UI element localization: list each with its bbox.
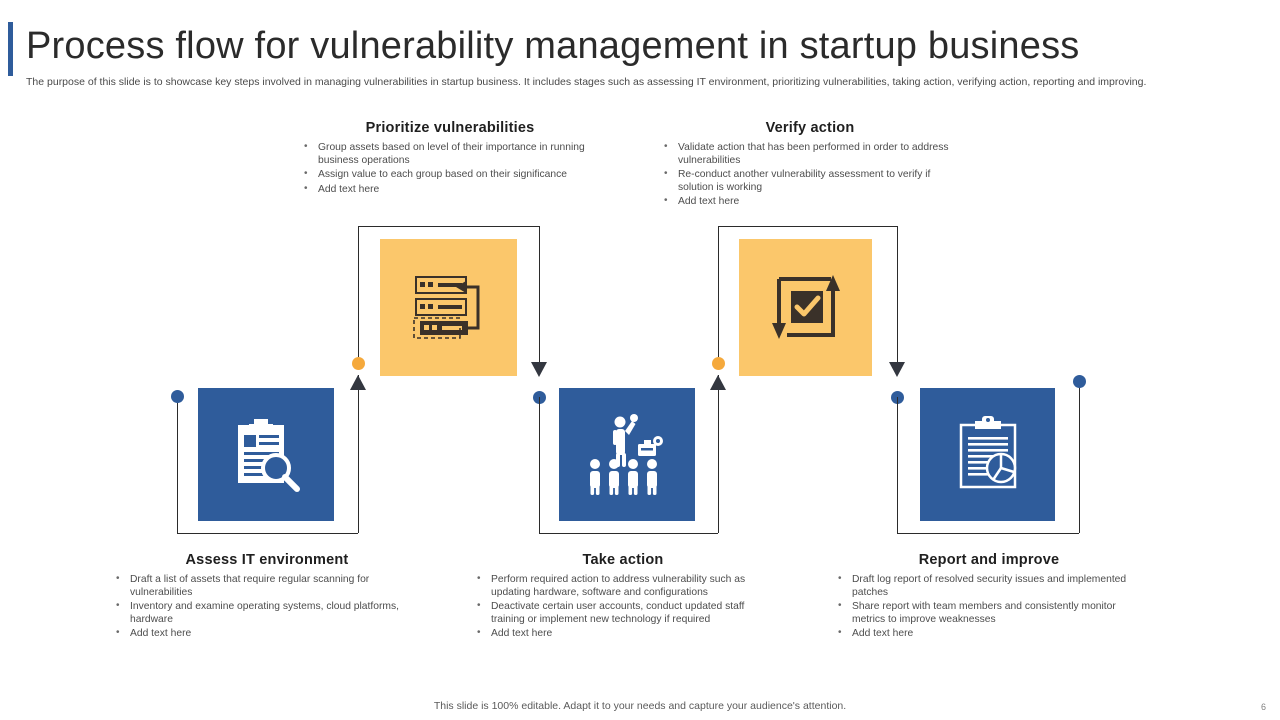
checkmark-cycle-icon <box>771 274 840 339</box>
connector-prioritize-drop <box>539 226 540 362</box>
team-leader-briefcase-icon <box>590 413 663 495</box>
list-item: Share report with team members and consi… <box>834 600 1144 626</box>
page-number: 6 <box>1260 702 1266 712</box>
step-bullets-take-action: Perform required action to address vulne… <box>473 573 773 641</box>
step-tile-assess-it-environment[interactable] <box>198 388 334 521</box>
page-subtitle: The purpose of this slide is to showcase… <box>26 76 1147 88</box>
step-bullets-report-and-improve: Draft log report of resolved security is… <box>834 573 1144 641</box>
connector-prioritize-rail <box>358 226 539 227</box>
step-bullets-assess-it-environment: Draft a list of assets that require regu… <box>112 573 422 641</box>
title-accent-bar <box>8 22 13 76</box>
server-stack-cycle-icon <box>412 275 479 339</box>
connector-take-action-stem <box>539 397 540 533</box>
step-title-take-action: Take action <box>582 552 664 568</box>
list-item: Add text here <box>473 627 773 641</box>
connector-dot-end <box>1073 375 1086 388</box>
step-tile-prioritize-vulnerabilities[interactable] <box>380 239 517 376</box>
list-item: Group assets based on level of their imp… <box>300 141 600 167</box>
connector-arrow-into-report <box>889 362 905 377</box>
step-tile-report-and-improve[interactable] <box>920 388 1055 521</box>
step-bullets-prioritize-vulnerabilities: Group assets based on level of their imp… <box>300 141 600 197</box>
list-item: Add text here <box>300 183 600 197</box>
connector-report-end <box>1079 384 1080 533</box>
connector-dot-verify <box>712 357 725 370</box>
step-tile-verify-action[interactable] <box>739 239 872 376</box>
connector-dot-prioritize <box>352 357 365 370</box>
connector-take-action-rise <box>718 375 719 533</box>
connector-prioritize-stem <box>358 226 359 357</box>
connector-report-rail <box>897 533 1079 534</box>
step-bullets-verify-action: Validate action that has been performed … <box>660 141 960 209</box>
connector-assess-rise <box>358 375 359 533</box>
list-item: Add text here <box>834 627 1144 641</box>
connector-arrow-into-take-action <box>531 362 547 377</box>
step-block-prioritize-vulnerabilities: Prioritize vulnerabilities Group assets … <box>300 120 600 198</box>
connector-dot-assess-start <box>171 390 184 403</box>
connector-arrow-into-verify <box>710 375 726 390</box>
connector-verify-stem <box>718 226 719 357</box>
connector-assess-rail <box>177 533 358 534</box>
connector-report-stem <box>897 397 898 533</box>
footer-note: This slide is 100% editable. Adapt it to… <box>433 700 847 712</box>
step-title-report-and-improve: Report and improve <box>918 552 1060 568</box>
connector-take-action-rail <box>539 533 718 534</box>
step-title-verify-action: Verify action <box>765 120 855 136</box>
list-item: Add text here <box>112 627 422 641</box>
list-item: Assign value to each group based on thei… <box>300 168 600 182</box>
step-title-prioritize-vulnerabilities: Prioritize vulnerabilities <box>365 120 535 136</box>
connector-verify-rail <box>718 226 897 227</box>
connector-assess-stem <box>177 396 178 533</box>
step-block-verify-action: Verify action Validate action that has b… <box>660 120 960 211</box>
clipboard-piechart-icon <box>959 415 1016 488</box>
step-tile-take-action[interactable] <box>559 388 695 521</box>
list-item: Validate action that has been performed … <box>660 141 960 167</box>
step-block-report-and-improve: Report and improve Draft log report of r… <box>834 552 1144 643</box>
step-block-assess-it-environment: Assess IT environment Draft a list of as… <box>112 552 422 643</box>
connector-verify-drop <box>897 226 898 362</box>
step-title-assess-it-environment: Assess IT environment <box>185 552 349 568</box>
step-block-take-action: Take action Perform required action to a… <box>473 552 773 643</box>
list-item: Draft log report of resolved security is… <box>834 573 1144 599</box>
page-title: Process flow for vulnerability managemen… <box>26 25 1080 67</box>
clipboard-search-icon <box>238 418 300 492</box>
list-item: Perform required action to address vulne… <box>473 573 773 599</box>
list-item: Deactivate certain user accounts, conduc… <box>473 600 773 626</box>
list-item: Add text here <box>660 195 960 209</box>
list-item: Re-conduct another vulnerability assessm… <box>660 168 960 194</box>
list-item: Inventory and examine operating systems,… <box>112 600 422 626</box>
list-item: Draft a list of assets that require regu… <box>112 573 422 599</box>
connector-arrow-into-prioritize <box>350 375 366 390</box>
